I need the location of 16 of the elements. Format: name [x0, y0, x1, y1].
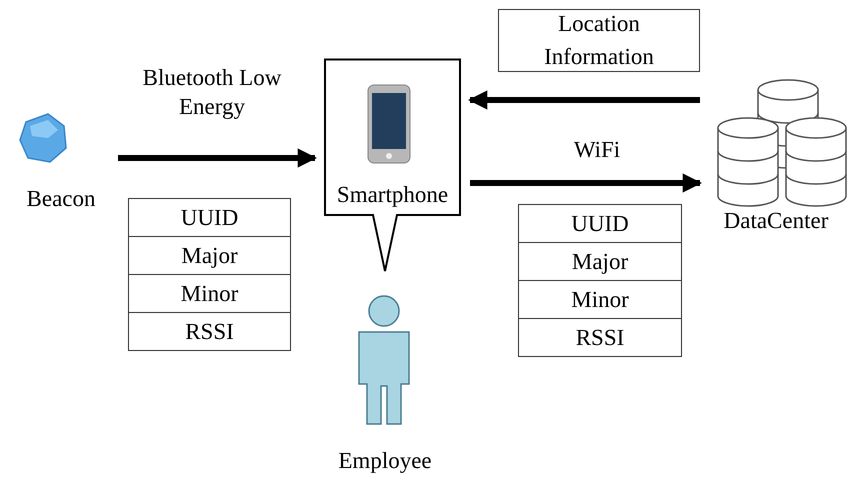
arrow	[468, 90, 700, 110]
table-cell: Major	[519, 242, 681, 280]
node-label: Beacon	[26, 186, 96, 212]
table-cell-text: UUID	[570, 210, 630, 238]
node-label: Employee	[337, 448, 433, 474]
node-label: Smartphone	[336, 182, 450, 208]
table-cell: Minor	[519, 280, 681, 318]
table-cell: Minor	[129, 274, 290, 312]
table-cell: RSSI	[519, 318, 681, 356]
table-cell-text: UUID	[180, 204, 240, 232]
table-cell: Major	[129, 236, 290, 274]
node-label: DataCenter	[722, 208, 830, 234]
text-box: Location Information	[498, 9, 700, 72]
arrow	[470, 173, 702, 193]
table-cell: RSSI	[129, 312, 290, 350]
arrow	[118, 148, 317, 168]
